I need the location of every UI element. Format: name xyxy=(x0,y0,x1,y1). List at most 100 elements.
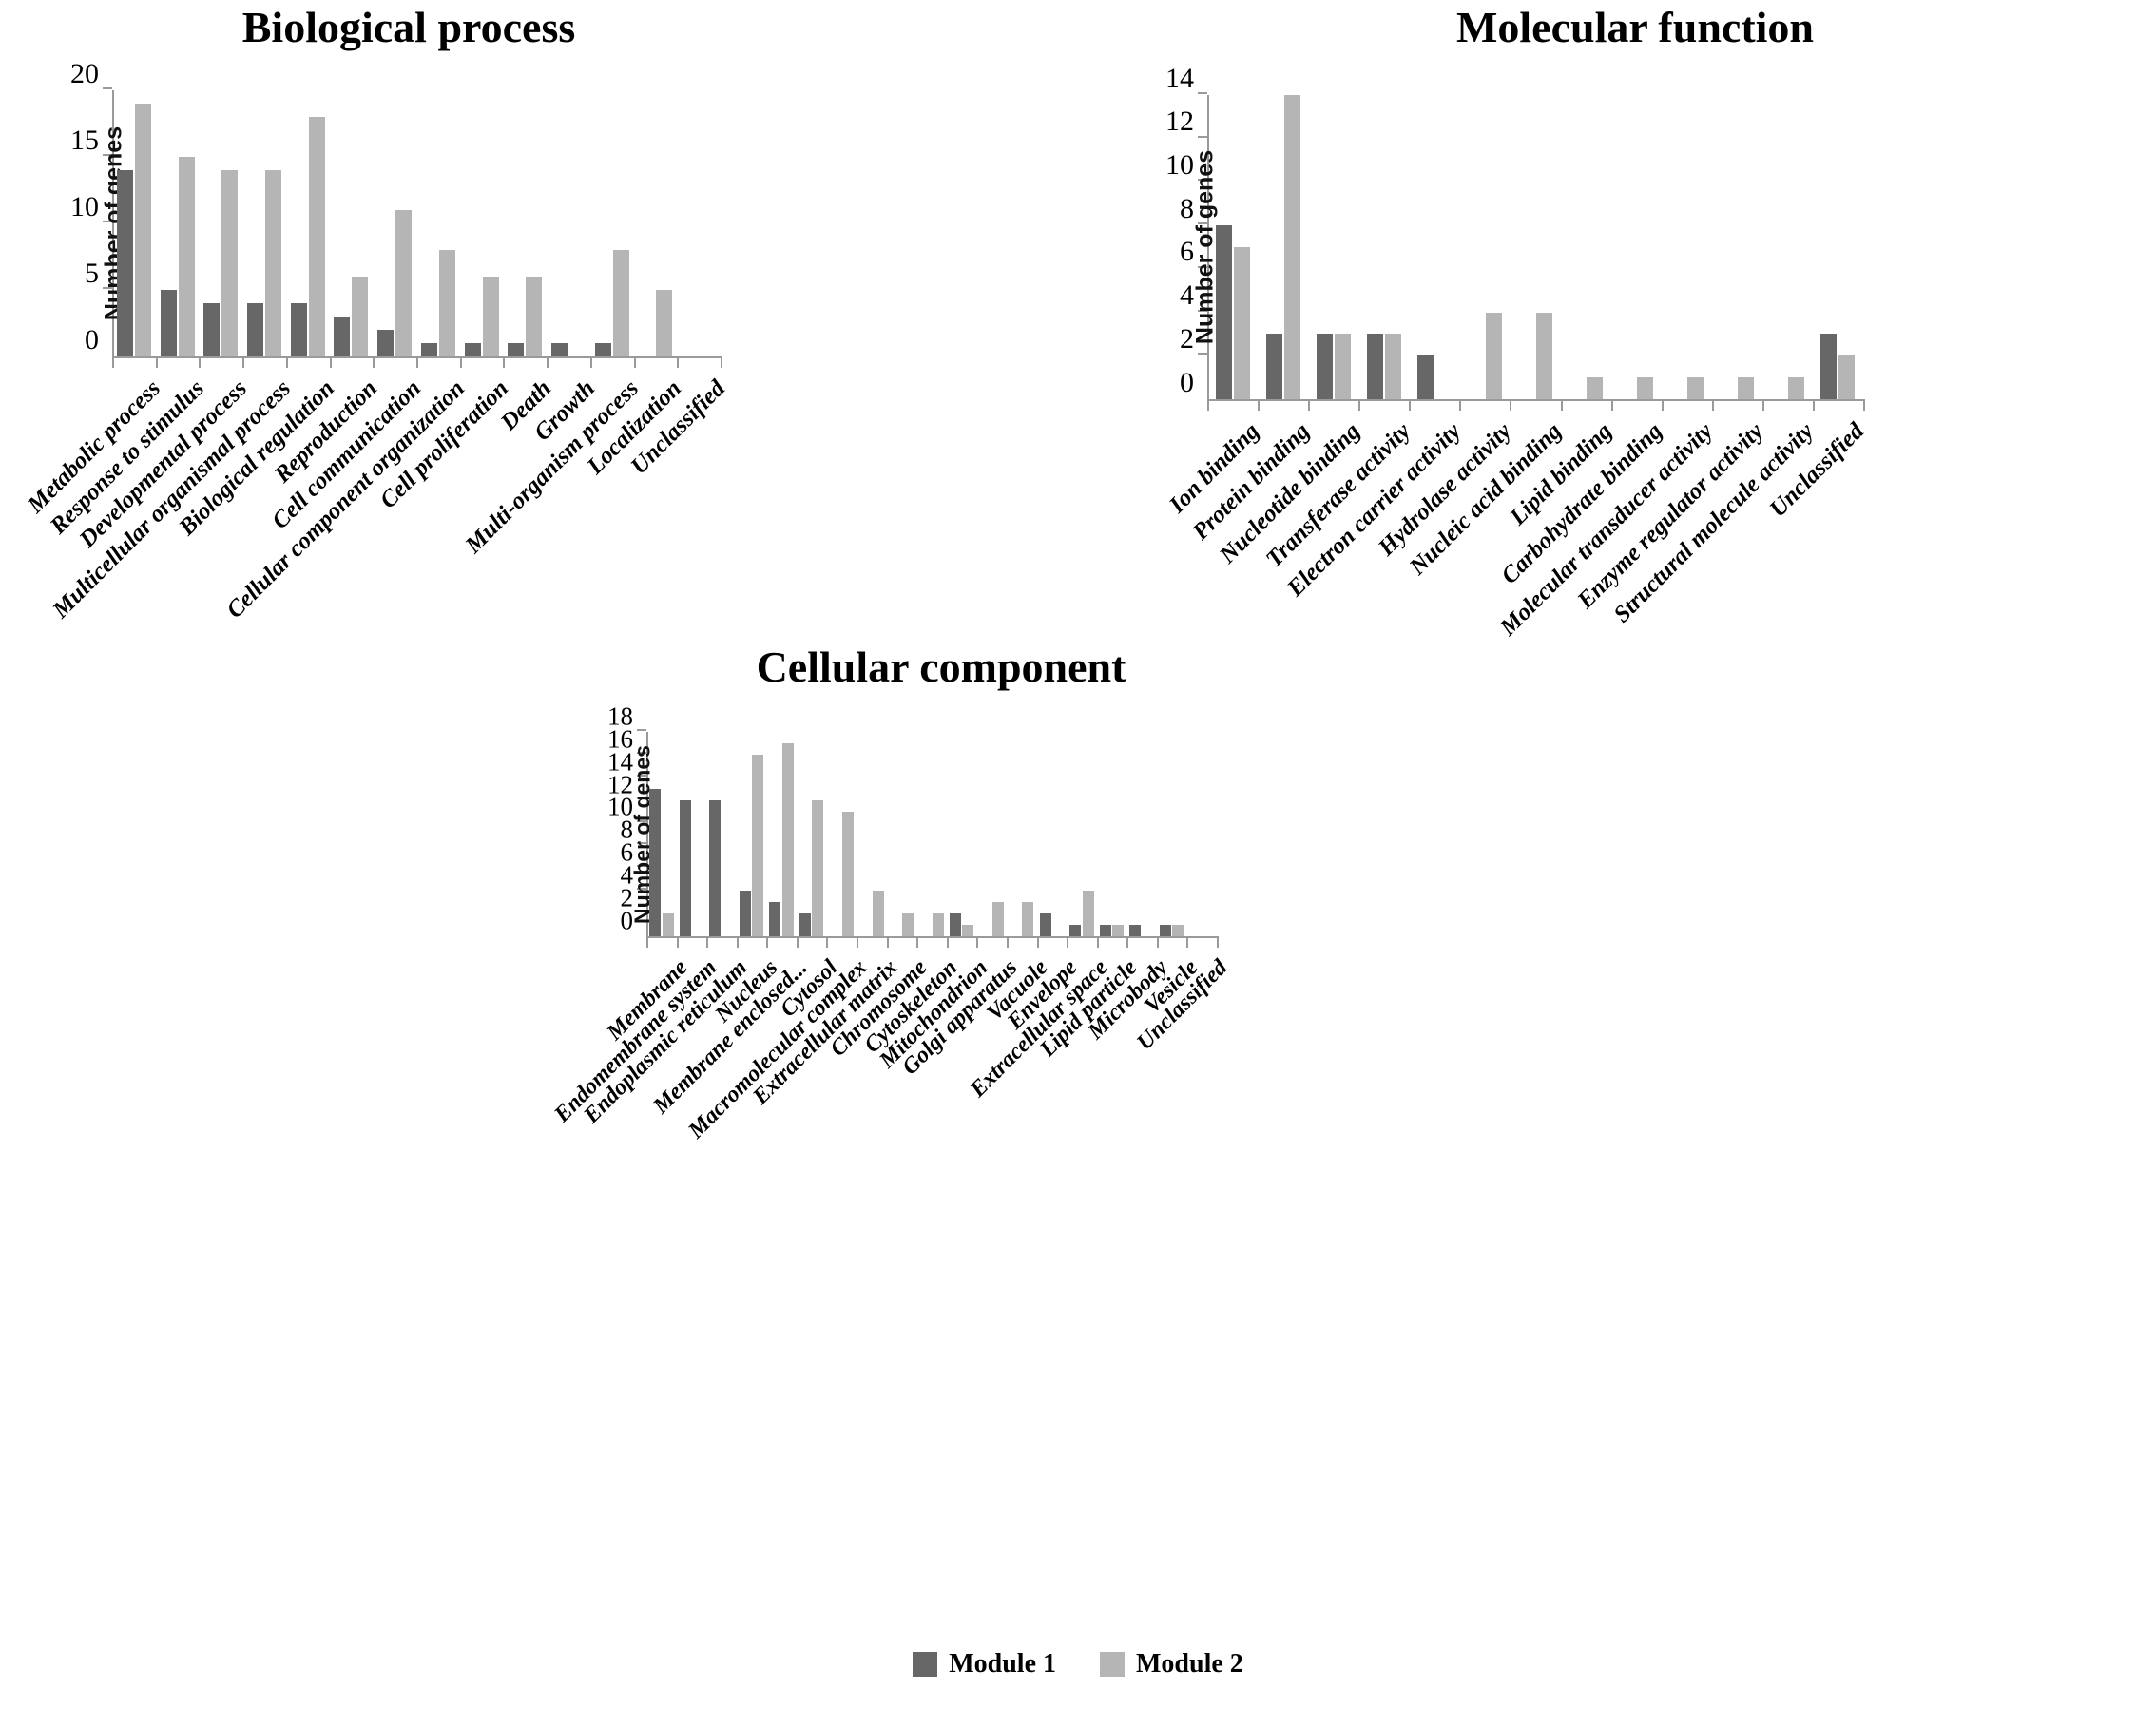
x-tick-label: Carbohydrate binding xyxy=(1496,418,1668,589)
y-tick-mark xyxy=(1198,92,1207,94)
x-tick-mark xyxy=(1661,399,1664,411)
bar-module-1 xyxy=(508,343,525,356)
chart-title-biological-process: Biological process xyxy=(241,3,576,51)
x-tick-label: Endomembrane system xyxy=(549,955,722,1128)
bar-group xyxy=(199,90,242,356)
y-tick-mark xyxy=(103,87,112,89)
bar-group xyxy=(916,732,947,936)
bar-group xyxy=(634,90,678,356)
x-tick-label: Reproduction xyxy=(270,375,383,489)
bar-group xyxy=(887,732,917,936)
bar-group xyxy=(112,90,156,356)
x-tick-label: Electron carrier activity xyxy=(1282,418,1466,602)
bar-module-2 xyxy=(612,250,629,356)
x-tick-label: Localization xyxy=(583,375,687,480)
bar-module-1 xyxy=(1366,334,1383,399)
bar-group xyxy=(1097,732,1127,936)
bar-module-2 xyxy=(1687,377,1704,399)
bar-module-2 xyxy=(842,811,854,936)
bar-module-2 xyxy=(134,104,151,356)
bar-module-1 xyxy=(949,913,961,936)
bar-module-1 xyxy=(594,343,611,356)
x-tick-mark xyxy=(976,936,979,948)
x-tick-label: Unclassified xyxy=(1765,418,1870,523)
bar-group xyxy=(286,90,330,356)
y-tick-mark xyxy=(637,842,646,845)
y-tick-mark xyxy=(637,797,646,799)
x-tick-mark xyxy=(857,936,859,948)
bar-module-2 xyxy=(482,277,499,356)
x-tick-mark xyxy=(1863,399,1865,411)
y-tick-label: 0 xyxy=(1180,366,1194,398)
x-tick-label: Unclassified xyxy=(1132,955,1233,1056)
bar-module-1 xyxy=(679,799,691,936)
bar-group xyxy=(1358,95,1409,399)
x-axis-line xyxy=(112,356,721,358)
x-tick-mark xyxy=(721,356,722,368)
bar-group xyxy=(330,90,374,356)
x-tick-mark xyxy=(1510,399,1512,411)
y-axis-line xyxy=(1207,95,1209,399)
bar-group xyxy=(1157,732,1187,936)
y-tick-mark xyxy=(637,729,646,731)
bar-group xyxy=(1037,732,1068,936)
bar-module-2 xyxy=(1637,377,1654,399)
y-tick-label: 12 xyxy=(607,770,633,799)
x-tick-label: Extracellular matrix xyxy=(748,955,903,1110)
x-tick-mark xyxy=(1459,399,1462,411)
bar-module-1 xyxy=(1265,334,1282,399)
x-tick-mark xyxy=(1186,936,1189,948)
x-tick-mark xyxy=(646,936,648,948)
bar-module-2 xyxy=(656,290,673,356)
y-tick-label: 6 xyxy=(620,837,634,867)
y-tick-label: 8 xyxy=(1180,192,1194,224)
x-tick-label: Death xyxy=(496,375,557,436)
x-tick-mark xyxy=(1036,936,1039,948)
bar-module-1 xyxy=(1316,334,1333,399)
x-tick-mark xyxy=(1217,936,1219,948)
x-tick-label: Response to stimulus xyxy=(45,375,209,540)
bar-group xyxy=(706,732,737,936)
y-tick-mark xyxy=(637,774,646,777)
bar-module-2 xyxy=(1788,377,1805,399)
y-tick-label: 5 xyxy=(85,257,99,289)
y-axis-label-cellular-component: Number of genes xyxy=(629,744,655,924)
x-tick-label: Developmental process xyxy=(74,375,253,553)
bar-module-2 xyxy=(178,157,195,356)
bar-module-2 xyxy=(1838,355,1856,399)
bar-group xyxy=(590,90,634,356)
bar-module-2 xyxy=(962,925,974,936)
x-tick-mark xyxy=(329,356,332,368)
x-tick-mark xyxy=(826,936,829,948)
bar-module-2 xyxy=(872,891,884,936)
y-tick-label: 0 xyxy=(85,323,99,355)
bar-module-2 xyxy=(1082,891,1094,936)
x-tick-mark xyxy=(736,936,739,948)
x-tick-mark xyxy=(676,936,679,948)
bar-module-1 xyxy=(1099,925,1111,936)
x-tick-mark xyxy=(766,936,769,948)
x-tick-label: Microbody xyxy=(1083,955,1173,1045)
y-tick-label: 12 xyxy=(1165,106,1194,138)
x-tick-label: Nucleus xyxy=(709,955,782,1027)
y-tick-label: 2 xyxy=(620,883,634,912)
bar-group xyxy=(1510,95,1560,399)
y-tick-mark xyxy=(1198,179,1207,182)
bar-module-2 xyxy=(781,742,794,936)
y-axis-label-biological-process: Number of genes xyxy=(100,125,127,321)
x-tick-mark xyxy=(547,356,549,368)
bar-group xyxy=(1712,95,1762,399)
bar-module-1 xyxy=(739,891,751,936)
x-tick-label: Hydrolase activity xyxy=(1373,418,1517,562)
y-tick-label: 14 xyxy=(1165,62,1194,94)
bar-module-1 xyxy=(420,343,437,356)
bar-module-2 xyxy=(1022,902,1034,936)
bar-group xyxy=(857,732,887,936)
bar-module-1 xyxy=(1129,925,1142,936)
bar-group xyxy=(1258,95,1308,399)
y-tick-label: 10 xyxy=(607,792,633,821)
x-tick-mark xyxy=(1409,399,1412,411)
